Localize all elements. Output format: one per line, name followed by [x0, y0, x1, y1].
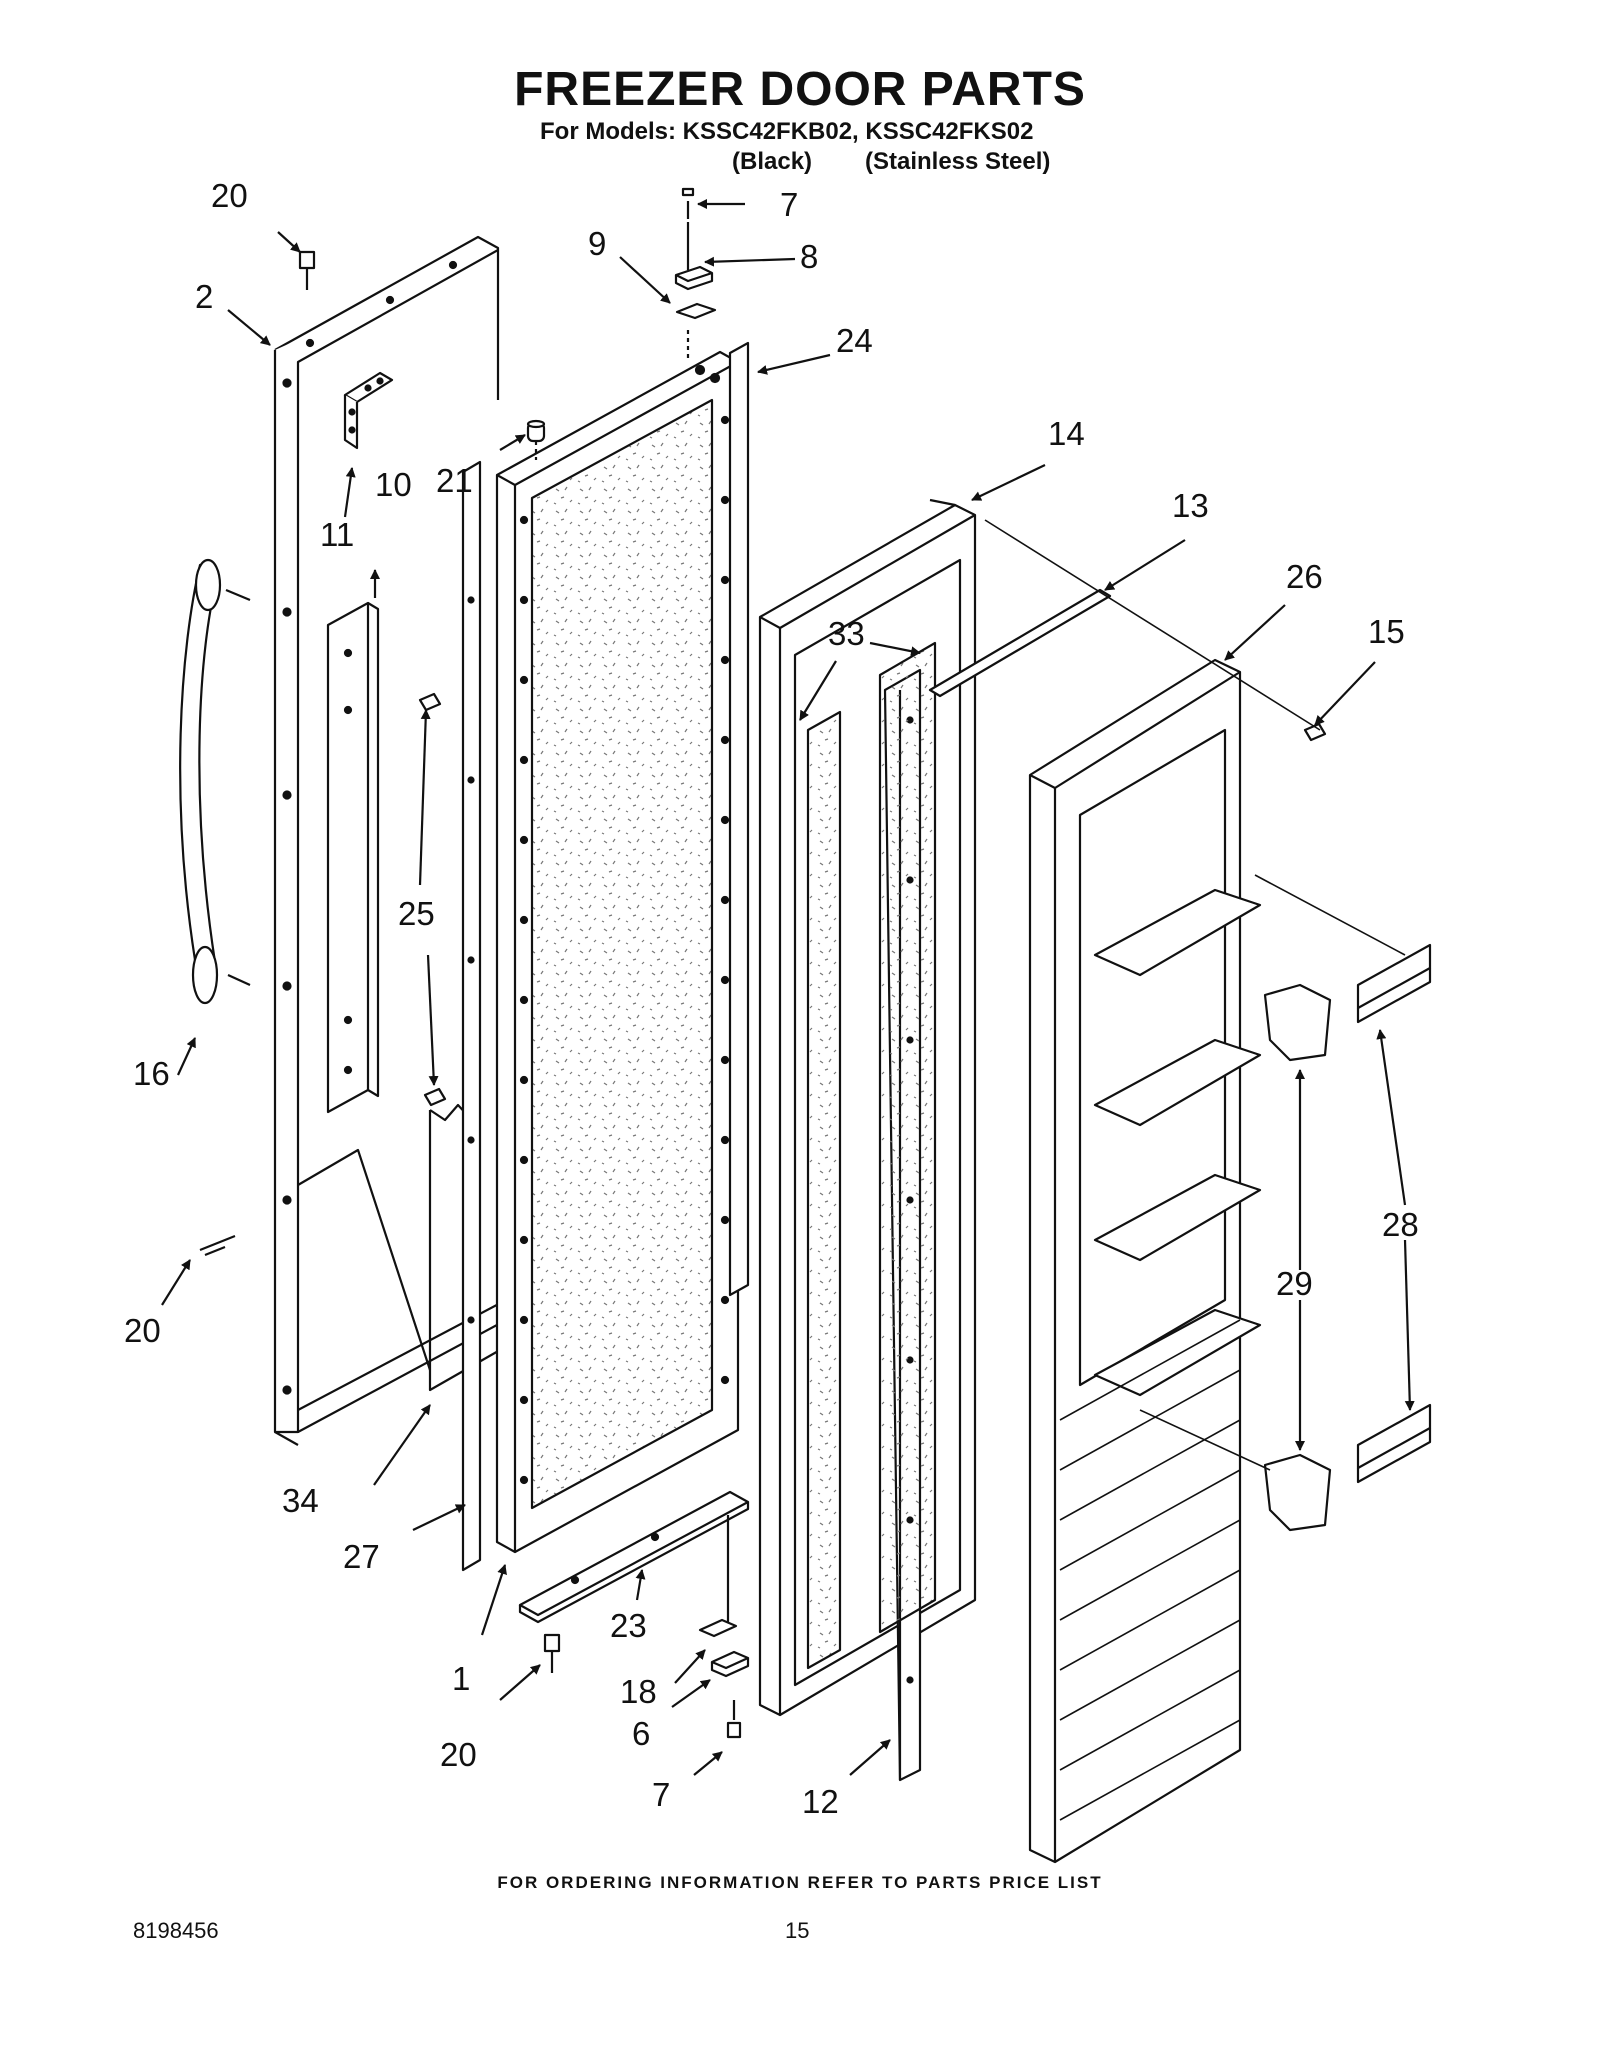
models-line: For Models: KSSC42FKB02, KSSC42FKS02	[540, 118, 1034, 145]
callout-1: 1	[452, 1660, 470, 1697]
callout-20-bottom: 20	[440, 1736, 477, 1773]
callout-15: 15	[1368, 613, 1405, 650]
callout-18: 18	[620, 1673, 657, 1710]
variant-stainless: (Stainless Steel)	[865, 148, 1051, 175]
page-number: 15	[785, 1918, 810, 1943]
top-strip-part-13	[928, 588, 1112, 698]
callout-14: 14	[1048, 415, 1085, 452]
plug-part-21	[526, 419, 546, 460]
callout-20-top: 20	[211, 177, 248, 214]
callout-7-top: 7	[780, 186, 798, 223]
callout-28: 28	[1382, 1206, 1419, 1243]
callout-26: 26	[1286, 558, 1323, 595]
door-panel-part-1	[495, 350, 740, 1554]
callout-2: 2	[195, 278, 213, 315]
callout-33: 33	[828, 615, 865, 652]
top-hinge-assembly	[674, 187, 717, 360]
door-liner-part-26	[1028, 658, 1262, 1864]
callout-23: 23	[610, 1607, 647, 1644]
ordering-note: FOR ORDERING INFORMATION REFER TO PARTS …	[497, 1873, 1103, 1892]
callout-arrows	[161, 199, 1415, 1776]
strip-part-24	[728, 341, 750, 1297]
callout-12: 12	[802, 1783, 839, 1820]
callout-16: 16	[133, 1055, 170, 1092]
leader-lines	[984, 519, 1406, 1471]
callout-29: 29	[1276, 1265, 1313, 1302]
foam-insert-part-33	[878, 641, 937, 1634]
page-title: FREEZER DOOR PARTS	[514, 63, 1086, 116]
channel-strip-part-10	[326, 601, 380, 1114]
callout-7-bottom: 7	[652, 1776, 670, 1813]
callout-11: 11	[320, 516, 354, 553]
callout-13: 13	[1172, 487, 1209, 524]
document-number: 8198456	[133, 1918, 219, 1943]
shelf-end-part-29	[1263, 983, 1332, 1532]
callout-10: 10	[375, 466, 412, 503]
shelf-rail-part-28	[1356, 943, 1432, 1484]
gasket-strip-part-27	[461, 460, 482, 1572]
callout-34: 34	[282, 1482, 319, 1519]
screws	[199, 250, 1327, 1673]
outer-door-panel	[273, 235, 512, 1446]
bottom-strip-part-23	[518, 1490, 750, 1624]
variant-black: (Black)	[732, 148, 813, 175]
handle-part-16	[179, 558, 251, 1005]
bracket-part-11	[343, 371, 394, 450]
callout-27: 27	[343, 1538, 380, 1575]
callout-21: 21	[436, 462, 473, 499]
callout-6: 6	[632, 1715, 650, 1752]
callout-9: 9	[588, 225, 606, 262]
bottom-hinge-assembly	[698, 1515, 750, 1739]
callout-25: 25	[398, 895, 435, 932]
callout-20-left: 20	[124, 1312, 161, 1349]
callout-24: 24	[836, 322, 873, 359]
callout-labels: 20 2 7 8 9 24 14 13 26 15 21 10 11 33 25…	[124, 177, 1419, 1820]
callout-8: 8	[800, 238, 818, 275]
